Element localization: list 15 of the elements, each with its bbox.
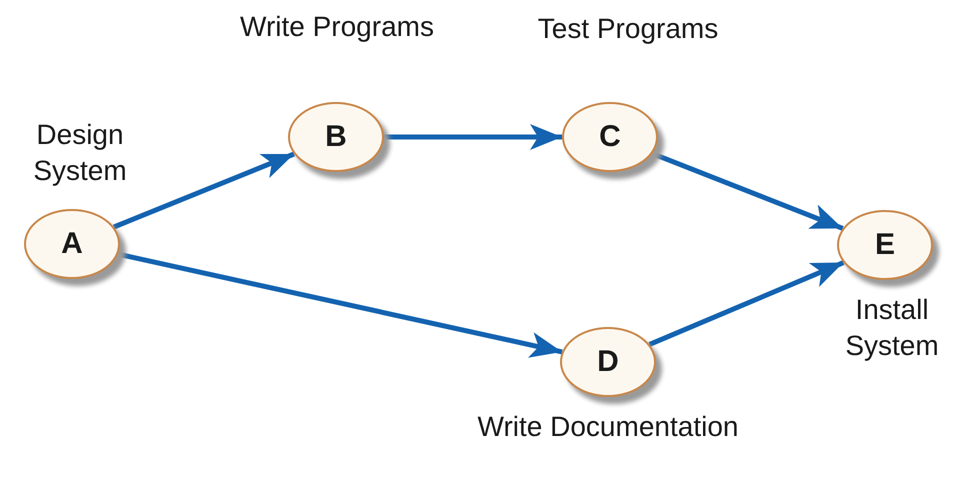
node-circle: C <box>562 102 658 172</box>
arrow <box>648 260 844 347</box>
arrow <box>651 151 844 231</box>
node-circle: D <box>560 327 656 397</box>
arrow <box>113 152 295 230</box>
node-circle: A <box>24 209 120 279</box>
arrow <box>384 124 562 150</box>
node-caption: Write Programs <box>239 10 435 44</box>
node-circle: B <box>288 102 384 172</box>
node-circle: E <box>837 210 933 280</box>
arrow <box>117 252 563 358</box>
node-caption: Write Documentation <box>476 410 740 444</box>
node-caption: Test Programs <box>536 12 720 46</box>
node-caption: Install System <box>844 293 940 363</box>
node-caption: Design System <box>32 118 128 188</box>
